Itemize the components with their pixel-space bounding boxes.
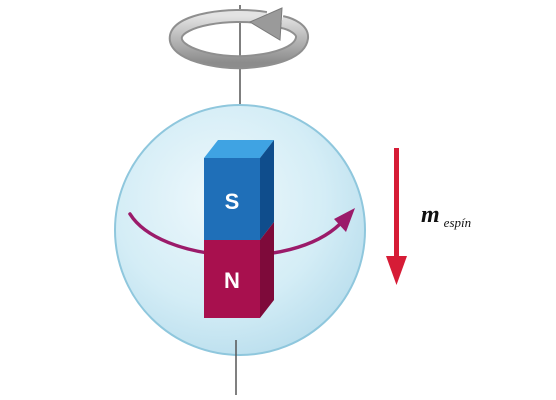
moment-symbol: m [421, 202, 440, 228]
magnet-top-face [204, 140, 274, 158]
bar-magnet: S N [204, 140, 274, 318]
magnet-south-face [204, 158, 260, 240]
south-pole-label: S [225, 189, 240, 214]
magnet-north-side [260, 222, 274, 318]
moment-subscript: espín [443, 215, 472, 230]
north-pole-label: N [224, 268, 240, 293]
magnet-north-face [204, 240, 260, 318]
down-arrow-icon [386, 148, 407, 285]
magnet-south-side [260, 140, 274, 240]
rotation-arrow-icon [168, 7, 309, 70]
